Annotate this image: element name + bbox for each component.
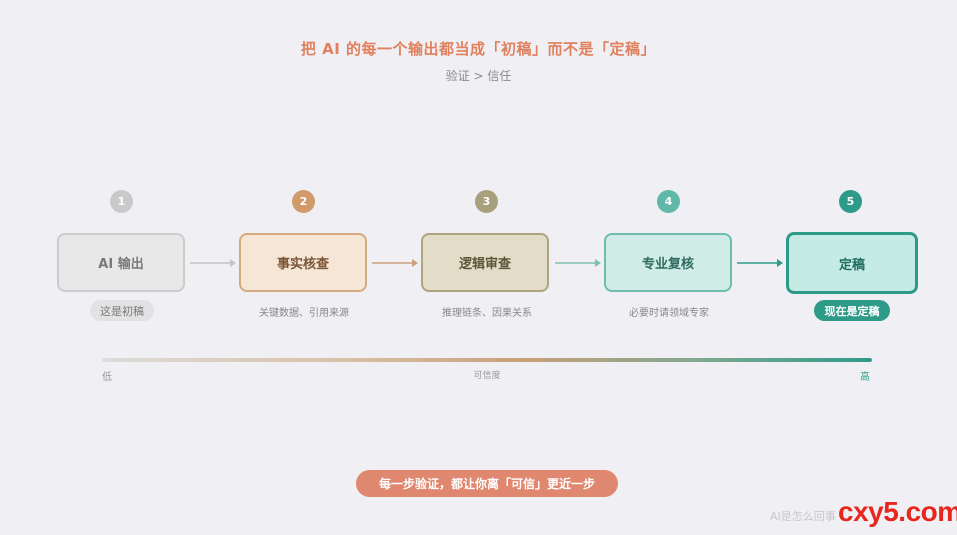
step-2-label: 事实核查 bbox=[276, 257, 329, 272]
scale-middle-label: 可信度 bbox=[473, 371, 501, 381]
step-4-desc: 必要时请领域专家 bbox=[629, 308, 709, 319]
step-3-box: 逻辑审查 bbox=[421, 233, 549, 292]
watermark-text: AI是怎么回事 bbox=[770, 510, 836, 523]
scale-high-label: 高 bbox=[860, 372, 870, 383]
arrow-4-5 bbox=[737, 259, 783, 267]
step-3-badge: 3 bbox=[475, 190, 498, 213]
watermark-brand: cxy5.com bbox=[838, 496, 957, 527]
step-3-desc: 推理链条、因果关系 bbox=[442, 308, 532, 319]
step-3-label: 逻辑审查 bbox=[458, 257, 511, 272]
step-1-box: AI 输出 bbox=[57, 233, 185, 292]
step-1-label: AI 输出 bbox=[98, 257, 144, 272]
step-5-box: 定稿 bbox=[786, 232, 918, 294]
step-4-box: 专业复核 bbox=[604, 233, 732, 292]
scale-low-label: 低 bbox=[102, 372, 112, 383]
arrow-3-4 bbox=[555, 259, 601, 267]
step-1-desc-pill: 这是初稿 bbox=[90, 300, 154, 321]
step-2-badge: 2 bbox=[292, 190, 315, 213]
arrow-1-2 bbox=[190, 259, 236, 267]
step-2-box: 事实核查 bbox=[239, 233, 367, 292]
step-1-badge: 1 bbox=[110, 190, 133, 213]
step-5-label: 定稿 bbox=[838, 257, 865, 273]
footer-message: 每一步验证，都让你离「可信」更近一步 bbox=[356, 470, 618, 497]
step-4-label: 专业复核 bbox=[641, 257, 694, 272]
step-4-badge: 4 bbox=[657, 190, 680, 213]
confidence-gradient-bar bbox=[102, 358, 872, 362]
step-2-desc: 关键数据、引用来源 bbox=[259, 308, 349, 319]
arrow-2-3 bbox=[372, 259, 418, 267]
step-5-desc-pill: 现在是定稿 bbox=[814, 300, 890, 321]
page-subtitle: 验证 > 信任 bbox=[445, 69, 512, 83]
page-title: 把 AI 的每一个输出都当成「初稿」而不是「定稿」 bbox=[300, 40, 657, 58]
step-5-badge: 5 bbox=[839, 190, 862, 213]
